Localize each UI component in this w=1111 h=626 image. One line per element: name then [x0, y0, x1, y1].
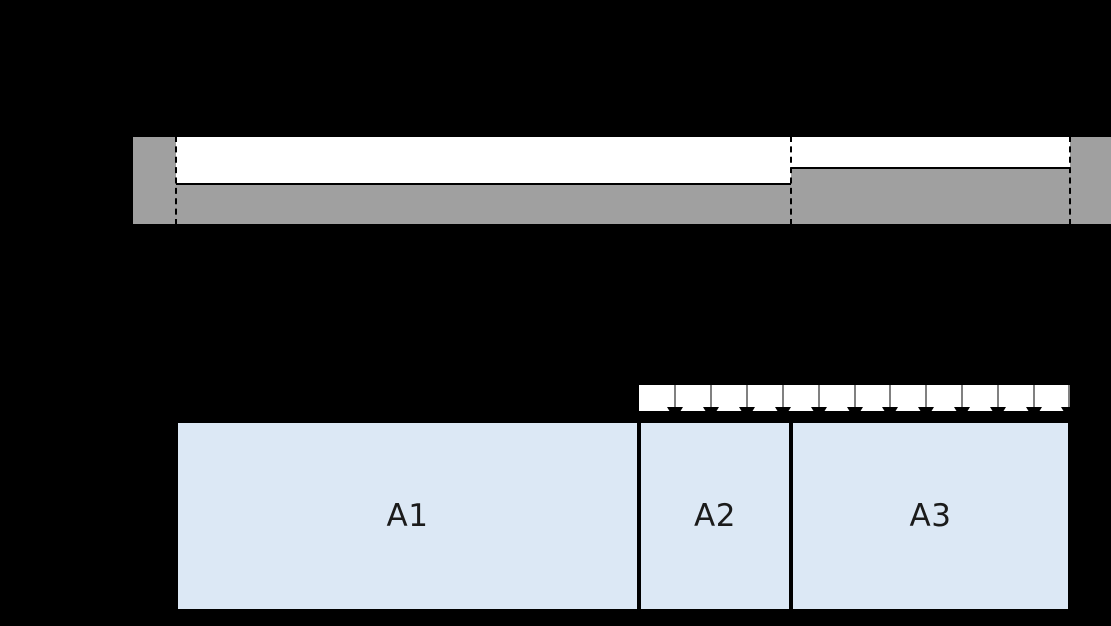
slab-left-flange [176, 185, 791, 224]
load-arrow-head [810, 407, 827, 420]
load-arrow-stem [817, 385, 820, 409]
load-arrow-stem [889, 385, 892, 409]
load-arrow-stem [1068, 385, 1070, 409]
load-arrow-head [1061, 407, 1077, 420]
slab-right-flange [791, 169, 1070, 224]
load-arrow-stem [961, 385, 964, 409]
load-arrow-head [990, 407, 1007, 420]
load-arrow-head [702, 407, 719, 420]
load-arrow-head [666, 407, 683, 420]
left-support-block [133, 137, 176, 224]
load-arrow-head [738, 407, 755, 420]
area-label-a1: A1 [386, 497, 429, 534]
area-box-a1[interactable]: A1 [176, 421, 639, 611]
load-arrow-head [1026, 407, 1043, 420]
dashed-reference-line-3 [1069, 136, 1071, 225]
load-arrow-stem [745, 385, 748, 409]
load-arrow-stem [673, 385, 676, 409]
load-arrow-stem [781, 385, 784, 409]
load-arrow-stem [709, 385, 712, 409]
slab-left-web [176, 137, 791, 183]
area-label-a2: A2 [694, 497, 736, 534]
load-arrow-stem [1033, 385, 1036, 409]
dashed-reference-line-2 [790, 136, 792, 225]
load-arrow-head [918, 407, 935, 420]
slab-right-web [791, 137, 1070, 167]
right-support-block [1070, 137, 1111, 224]
load-arrow-head [774, 407, 791, 420]
slab-right-flange-top-line [791, 167, 1070, 169]
load-arrow-stem [997, 385, 1000, 409]
slab-left-flange-top-line [176, 183, 791, 185]
area-box-a2[interactable]: A2 [639, 421, 791, 611]
dashed-reference-line-1 [175, 136, 177, 225]
load-arrow-head [846, 407, 863, 420]
load-arrow-stem [853, 385, 856, 409]
load-arrow-head [882, 407, 899, 420]
area-box-a3[interactable]: A3 [791, 421, 1070, 611]
area-label-a3: A3 [909, 497, 952, 534]
load-arrow-head [954, 407, 971, 420]
load-arrow-stem [925, 385, 928, 409]
